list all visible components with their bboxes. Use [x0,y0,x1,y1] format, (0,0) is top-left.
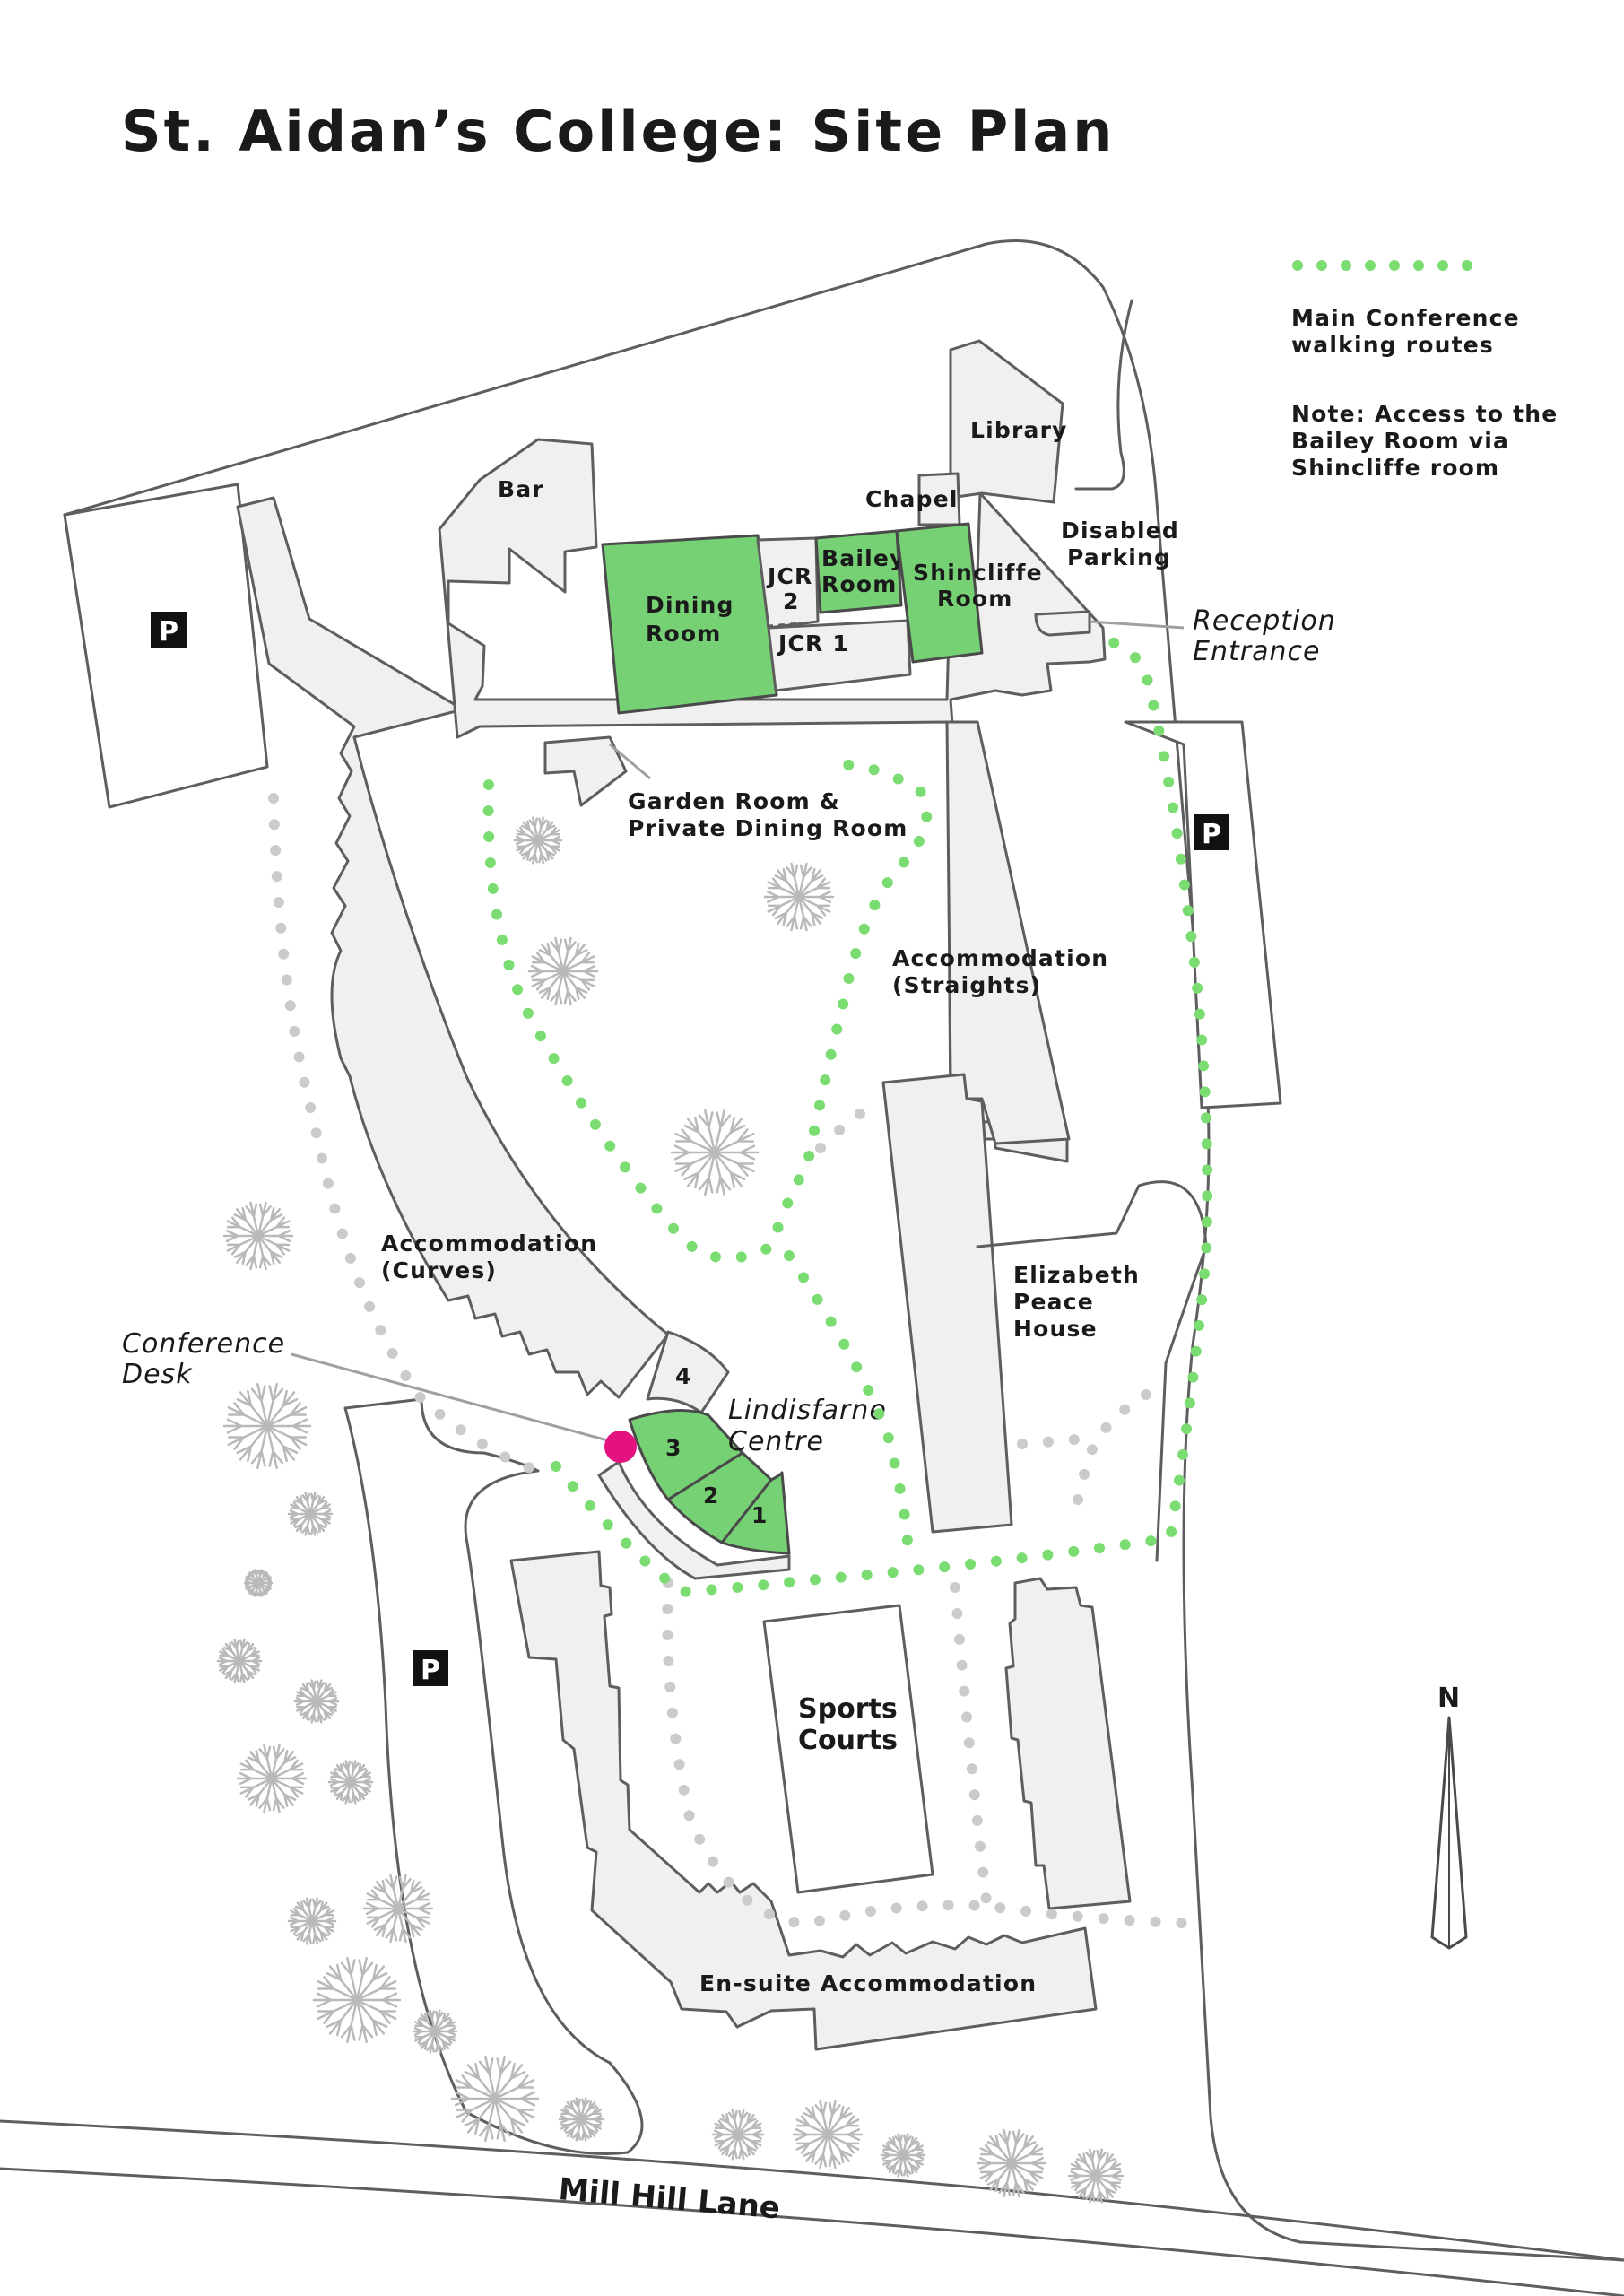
tree-icon [558,2097,604,2142]
jcr2-label: 2 [783,588,800,614]
parking-label: P [159,616,178,648]
room-2-label: 2 [703,1483,720,1509]
bailey-room-label: Room [821,571,897,597]
dining-room-label: Dining [646,592,734,618]
room-4-label: 4 [675,1363,692,1389]
tree-icon [1067,2148,1125,2204]
conference-desk-label: Conference [122,1328,285,1360]
room-jcr: JCR 2 JCR 1 [756,536,912,692]
sports-courts: Sports Courts [762,1604,934,1894]
parking-icon [413,1650,448,1686]
reception-entrance-label: Entrance [1193,636,1320,667]
tree-icon [327,1760,374,1805]
dining-room-label: Room [646,621,721,647]
bailey-room-label: Bailey [821,545,906,571]
reception-entrance-label: Reception [1193,605,1336,637]
building-garden-room [543,735,628,807]
tree-icon [243,1569,274,1597]
building-ensuite-accommodation: En-suite Accommodation [509,1550,1132,2051]
tree-icon [287,1897,337,1945]
ensuite-label: En-suite Accommodation [699,1970,1037,1996]
tree-icon [216,1639,263,1683]
tree-icon [527,936,599,1006]
bar-label: Bar [498,476,544,502]
building-curves-accommodation [236,496,670,1399]
tree-icon [976,2128,1047,2198]
legend-note: Shincliffe room [1291,455,1499,481]
shincliffe-room-label: Room [937,586,1012,612]
trees [216,816,1125,2204]
room-shincliffe[interactable]: Shincliffe Room [895,522,1043,664]
elizabeth-label: Elizabeth [1013,1262,1140,1288]
tree-icon [287,1492,334,1536]
tree-icon [293,1679,340,1724]
road-label: Mill Hill Lane [557,2171,781,2226]
room-dining[interactable]: Dining Room [601,534,778,715]
legend-note: Note: Access to the [1291,401,1558,427]
page-title: St. Aidan’s College: Site Plan [121,99,1115,164]
lindisfarne-label: Lindisfarne [728,1395,887,1426]
legend: Main Conference walking routes Note: Acc… [1291,260,1558,481]
garden-room-label: Private Dining Room [628,815,908,841]
room-lindisfarne-3[interactable]: 3 [628,1409,744,1501]
conference-walking-routes [482,631,1213,1598]
garden-room-label: Garden Room & [628,788,840,814]
north-arrow-icon: N [1430,1683,1468,1950]
room-lindisfarne-1[interactable]: 1 [720,1471,791,1555]
disabled-parking-label: Disabled [1061,517,1179,544]
parking-label: P [421,1655,440,1686]
tree-icon [412,2009,458,2054]
tree-icon [792,2100,864,2170]
secondary-paths [268,793,1207,1930]
parking-icon [1194,814,1229,850]
tree-icon [670,1109,760,1196]
legend-route-label: Main Conference [1291,305,1520,331]
tree-icon [450,2055,540,2143]
room-1-label: 1 [751,1502,769,1528]
conference-desk-label: Desk [122,1359,193,1390]
chapel-label: Chapel [865,486,959,512]
straights-label: Accommodation [892,945,1108,971]
shincliffe-room-label: Shincliffe [913,560,1043,586]
parking-lot-west: P [63,483,269,809]
tree-icon [312,1956,402,2044]
elizabeth-label: Peace [1013,1289,1094,1315]
library-label: Library [970,417,1068,443]
sports-courts-label: Courts [798,1725,898,1756]
parking-icon [151,612,187,648]
jcr2-label: JCR [766,563,813,589]
tree-icon [362,1874,434,1944]
curves-label: Accommodation [381,1231,597,1257]
elizabeth-label: House [1013,1316,1098,1342]
tree-icon [222,1382,312,1470]
parking-lot-east: P [1124,720,1282,1109]
jcr1-label: JCR 1 [777,631,849,657]
room-bailey[interactable]: Bailey Room [814,529,906,614]
lindisfarne-label: Centre [728,1426,824,1457]
sports-courts-label: Sports [798,1693,898,1725]
straights-label: (Straights) [892,972,1041,998]
room-3-label: 3 [665,1435,682,1461]
north-label: N [1437,1683,1460,1714]
conference-desk-marker[interactable] [604,1431,637,1463]
legend-note: Bailey Room via [1291,428,1509,454]
tree-icon [763,862,835,932]
tree-icon [222,1201,294,1271]
parking-label: P [1202,819,1221,850]
tree-icon [880,2133,926,2178]
legend-route-label: walking routes [1291,332,1494,358]
tree-icon [513,816,563,865]
tree-icon [711,2109,765,2161]
mill-hill-lane-road: Mill Hill Lane [0,2119,1624,2296]
tree-icon [236,1744,308,1813]
curves-label: (Curves) [381,1257,497,1283]
building-elizabeth-peace-house [881,1073,1013,1534]
disabled-parking-label: Parking [1067,544,1171,570]
building-lindisfarne-centre: 3 2 1 4 Lindisfarne Centre [597,1330,887,1580]
